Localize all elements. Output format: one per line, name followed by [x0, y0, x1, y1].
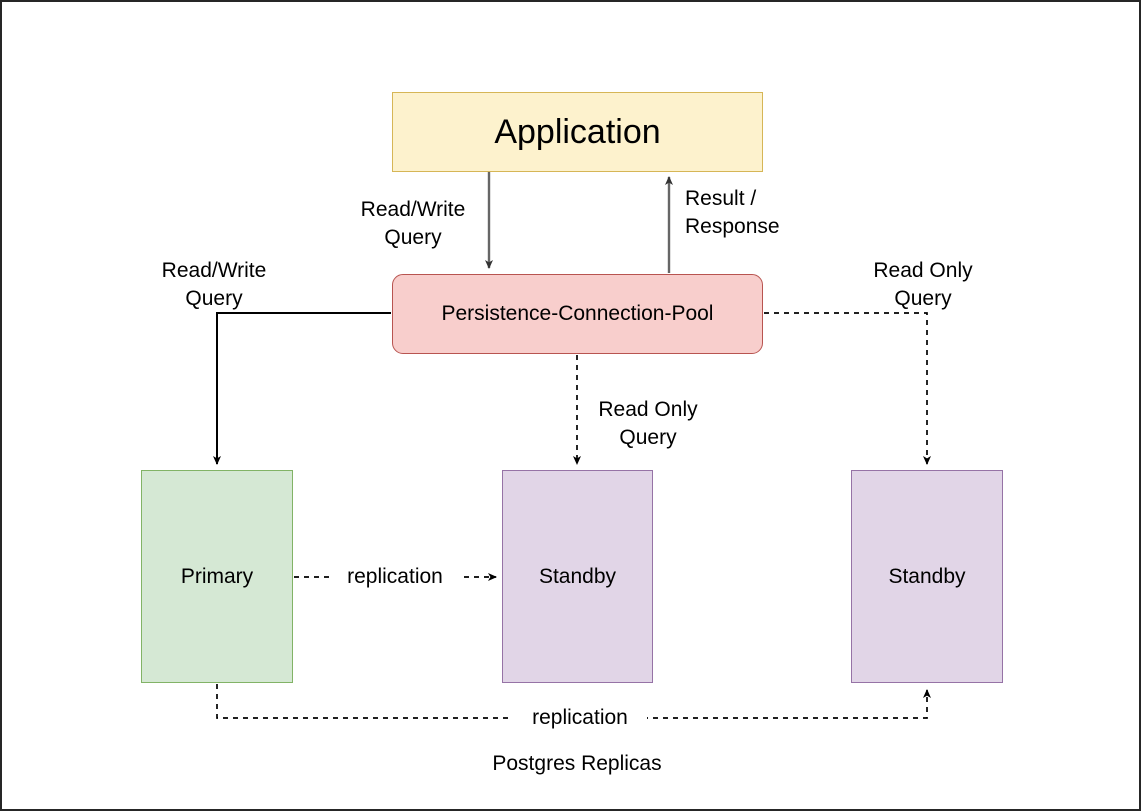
node-primary[interactable]: Primary [141, 470, 293, 683]
node-persistence-connection-pool[interactable]: Persistence-Connection-Pool [392, 274, 763, 354]
node-application[interactable]: Application [392, 92, 763, 172]
node-standby-right-label: Standby [888, 564, 966, 588]
diagram-footer-label: Postgres Replicas [492, 752, 662, 775]
edge-label-pool-to-app: Result / Response [685, 187, 780, 238]
node-standby-right[interactable]: Standby [851, 470, 1003, 683]
edge-label-replication-primary-to-standby-mid: replication [331, 563, 459, 591]
edge-label-pool-to-standby-mid: Read Only Query [598, 398, 698, 449]
node-pool-label: Persistence-Connection-Pool [441, 302, 714, 325]
connector-pool-to-primary [213, 312, 391, 465]
edge-label-pool-to-standby-right: Read Only Query [873, 259, 973, 310]
node-standby-middle[interactable]: Standby [502, 470, 653, 683]
node-application-label: Application [494, 112, 661, 151]
edge-label-app-to-pool: Read/Write Query [360, 198, 466, 249]
edge-label-pool-to-primary: Read/Write Query [161, 259, 267, 310]
node-primary-label: Primary [180, 564, 254, 588]
edge-label-replication-primary-to-standby-right: replication [513, 704, 647, 732]
connector-pool-to-standby-right [764, 312, 931, 465]
node-standby-middle-label: Standby [538, 564, 617, 588]
